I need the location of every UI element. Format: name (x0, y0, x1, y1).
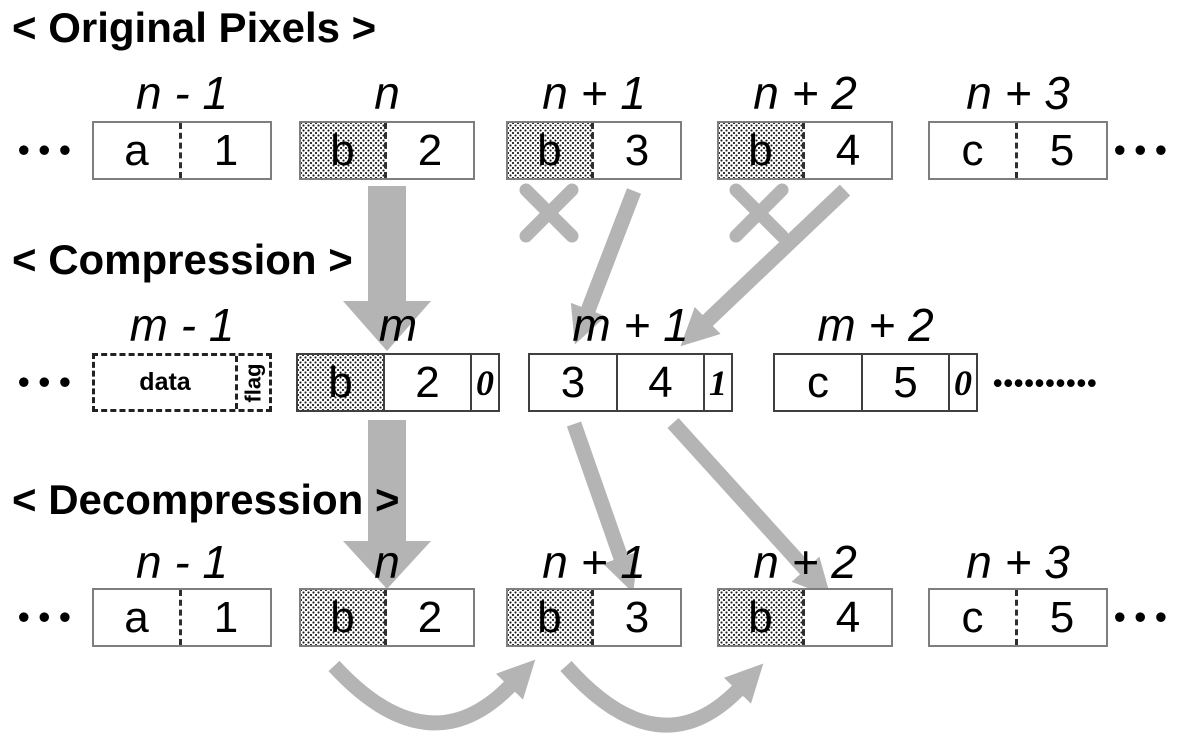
pixel-letter-cell: b (508, 123, 594, 178)
pixel-value-cell: 4 (835, 125, 861, 175)
ellipsis-right: ••• (1114, 598, 1176, 635)
arrow-m1-to-n2-icon (667, 417, 831, 598)
word-second-cell: 5 (893, 357, 918, 407)
compressed-word-m: b 2 0 (296, 353, 500, 412)
word-first-cell: 3 (530, 355, 618, 410)
index-label-m: m (378, 299, 418, 351)
original-pixels-title: < Original Pixels > (12, 4, 377, 51)
index-label-n: n (374, 536, 400, 588)
pixel-value-cell: 5 (1049, 125, 1075, 175)
word-flag-cell: 0 (948, 355, 976, 410)
pixel-letter-cell: b (301, 590, 387, 645)
decompression-title: < Decompression > (12, 476, 400, 523)
pixel-letter-cell: b (719, 590, 805, 645)
index-label-m1: m + 1 (572, 299, 689, 351)
index-label-n3: n + 3 (966, 536, 1070, 588)
flag-field: flag (235, 356, 269, 409)
compressed-word-m2: c 5 0 (773, 353, 978, 412)
index-label-n: n (374, 67, 400, 119)
copy-arrow-n-to-n1-icon (328, 659, 536, 731)
index-label-m2: m + 2 (817, 299, 934, 351)
pixel-letter-cell: c (930, 123, 1018, 178)
word-flag-cell: 1 (703, 355, 731, 410)
pixel-box-n: b 2 (299, 121, 475, 180)
pixel-box-n2: b 4 (717, 588, 893, 647)
pixel-box-n2: b 4 (717, 121, 893, 180)
pixel-value-cell: 1 (213, 125, 239, 175)
word-second-cell: 2 (415, 357, 440, 407)
pixel-box-n3: c 5 (928, 588, 1108, 647)
copy-arrow-n1-to-n2-icon (560, 661, 764, 733)
index-label-n-1: n - 1 (135, 67, 229, 119)
pixel-value-cell: 2 (417, 592, 443, 642)
pixel-value-cell: 1 (213, 592, 239, 642)
pixel-box-n-1: a 1 (92, 121, 272, 180)
arrow-n1-to-m1-icon (570, 188, 641, 345)
index-label-n1: n + 1 (542, 67, 646, 119)
arrow-n2-to-m1-icon (680, 184, 851, 347)
pixel-value-cell: 4 (835, 592, 861, 642)
word-second-cell: 4 (648, 357, 673, 407)
pixel-value-cell: 2 (417, 125, 443, 175)
pixel-letter-cell: c (930, 590, 1018, 645)
compressed-placeholder-box: data flag (92, 353, 272, 412)
pixel-letter-cell: a (94, 590, 182, 645)
index-label-m-1: m - 1 (129, 299, 235, 351)
data-field: data (139, 368, 191, 396)
word-first-cell: b (298, 355, 385, 410)
ellipsis-right: ••• (1114, 131, 1176, 168)
pixel-box-n1: b 3 (506, 588, 682, 647)
index-label-n-1: n - 1 (135, 536, 229, 588)
word-flag-cell: 0 (470, 355, 498, 410)
index-label-n2: n + 2 (753, 536, 857, 588)
pixel-box-n: b 2 (299, 588, 475, 647)
pixel-value-cell: 5 (1049, 592, 1075, 642)
compression-title: < Compression > (12, 236, 353, 283)
ellipsis-left: ••• (18, 131, 80, 168)
compressed-word-m1: 3 4 1 (528, 353, 733, 412)
pixel-value-cell: 3 (624, 592, 650, 642)
arrow-m1-to-n1-icon (566, 421, 639, 593)
pixel-letter-cell: a (94, 123, 182, 178)
ellipsis-right: •••••••••• (993, 368, 1098, 398)
index-label-n3: n + 3 (966, 67, 1070, 119)
skip-x-n1-icon (519, 183, 579, 243)
skip-x-n2-icon (729, 183, 789, 243)
big-down-arrow-m-to-n-icon (343, 420, 431, 589)
flag-field-label: flag (240, 362, 266, 403)
pixel-letter-cell: b (508, 590, 594, 645)
big-down-arrow-n-to-m-icon (343, 186, 431, 351)
pixel-letter-cell: b (719, 123, 805, 178)
ellipsis-left: ••• (18, 363, 80, 400)
word-first-cell: c (775, 355, 863, 410)
pixel-box-n1: b 3 (506, 121, 682, 180)
pixel-box-n3: c 5 (928, 121, 1108, 180)
pixel-box-n-1: a 1 (92, 588, 272, 647)
index-label-n2: n + 2 (753, 67, 857, 119)
pixel-letter-cell: b (301, 123, 387, 178)
index-label-n1: n + 1 (542, 536, 646, 588)
pixel-value-cell: 3 (624, 125, 650, 175)
ellipsis-left: ••• (18, 598, 80, 635)
